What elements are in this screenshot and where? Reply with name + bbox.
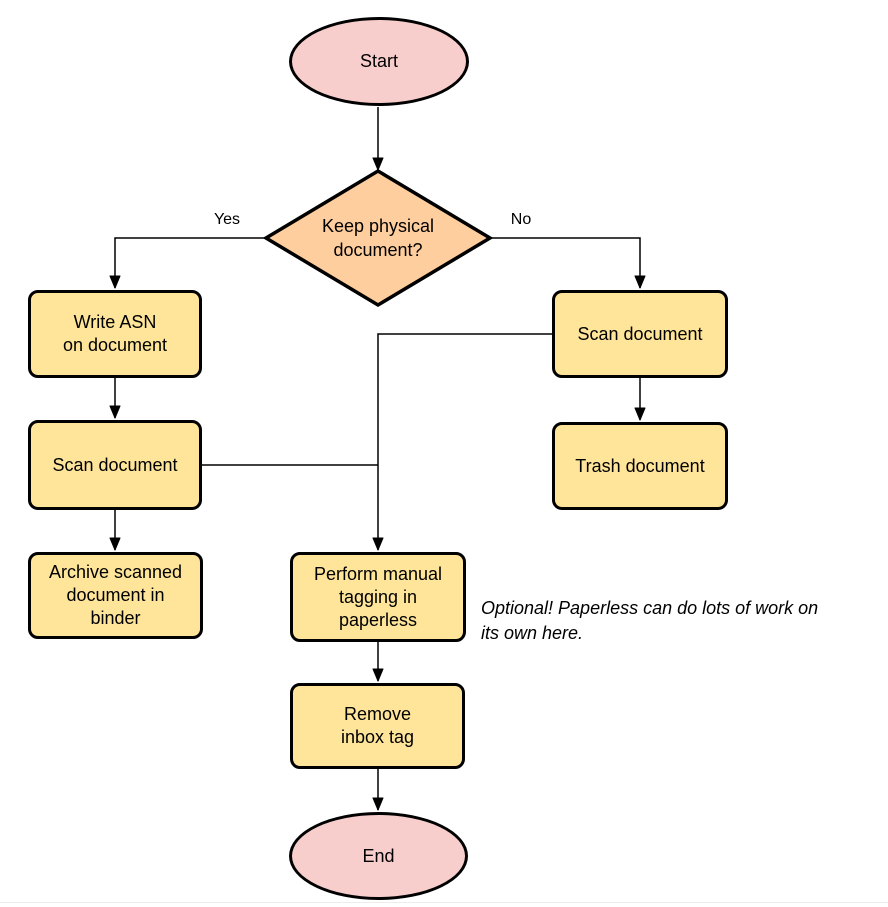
- edge-scan-right-to-tagging: [372, 333, 552, 551]
- start-node: Start: [289, 17, 469, 106]
- archive-node-label: Archive scanned document in binder: [48, 562, 183, 628]
- edge-label-no: No: [510, 211, 532, 228]
- write-asn-node-label: Write ASN on document: [62, 312, 168, 355]
- scan-document-right-node-label: Scan document: [577, 323, 703, 344]
- write-asn-node: Write ASN on document: [28, 290, 202, 378]
- scan-document-left-node-label: Scan document: [52, 454, 178, 475]
- decision-node-label: Keep physical document?: [321, 216, 435, 260]
- annotation-text: Optional! Paperless can do lots of work …: [481, 598, 819, 643]
- start-node-label: Start: [359, 51, 398, 71]
- manual-tagging-node-label: Perform manual tagging in paperless: [313, 563, 443, 630]
- trash-document-node-label: Trash document: [575, 455, 705, 476]
- manual-tagging-node: Perform manual tagging in paperless: [290, 552, 466, 642]
- scan-document-left-node: Scan document: [28, 420, 202, 510]
- scan-document-right-node: Scan document: [552, 290, 728, 378]
- end-node-label: End: [362, 845, 395, 866]
- end-node: End: [289, 812, 468, 900]
- edge-decision-no-to-scan-right: [490, 237, 646, 289]
- edge-decision-yes-to-write-asn: [109, 237, 266, 289]
- decision-diamond-shape: [262, 168, 494, 308]
- archive-node: Archive scanned document in binder: [28, 552, 203, 639]
- remove-inbox-tag-node-label: Remove inbox tag: [340, 704, 415, 747]
- remove-inbox-tag-node: Remove inbox tag: [290, 683, 465, 769]
- trash-document-node: Trash document: [552, 422, 728, 510]
- canvas-bottom-edge: [0, 902, 888, 903]
- edge-label-yes: Yes: [213, 211, 241, 228]
